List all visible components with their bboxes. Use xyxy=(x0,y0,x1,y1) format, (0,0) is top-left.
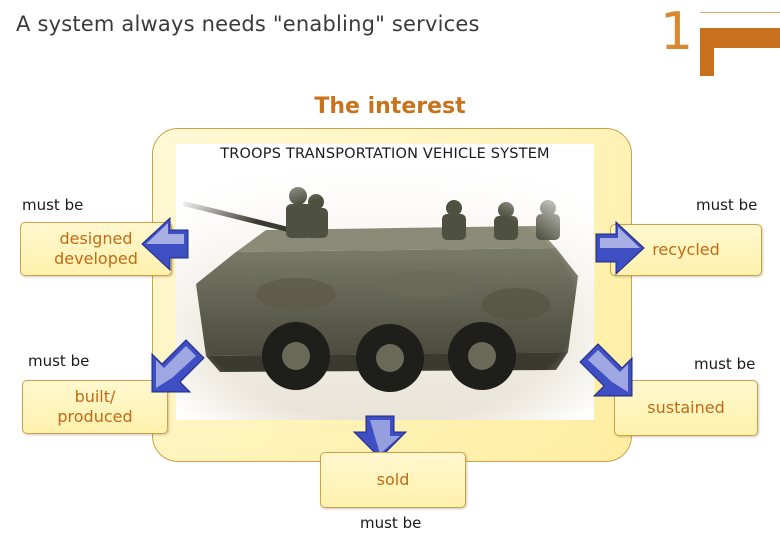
arrow-right-icon xyxy=(594,220,646,276)
sustained-label: sustained xyxy=(647,398,724,418)
sold-label: sold xyxy=(377,470,410,490)
slide-number: 1 xyxy=(660,6,693,58)
corner-decoration-stem xyxy=(700,28,714,76)
sold-must-be-label: must be xyxy=(360,514,421,532)
recycled-must-be-label: must be xyxy=(696,196,757,214)
built-must-be-label: must be xyxy=(28,352,89,370)
vehicle-photo-panel: TROOPS TRANSPORTATION VEHICLE SYSTEM xyxy=(176,144,594,420)
sold-box: sold xyxy=(320,452,466,508)
arrow-down-right-icon xyxy=(578,342,638,402)
designed-label-line2: developed xyxy=(54,249,138,269)
sustained-must-be-label: must be xyxy=(694,355,755,373)
armored-vehicle-image xyxy=(176,144,594,420)
slide-title: A system always needs "enabling" service… xyxy=(16,12,480,36)
arrow-left-icon xyxy=(140,216,190,272)
built-label-line2: produced xyxy=(57,407,132,427)
subtitle: The interest xyxy=(0,94,780,119)
corner-decoration-line xyxy=(700,12,780,13)
arrow-down-left-icon xyxy=(146,338,206,398)
built-label-line1: built/ xyxy=(75,387,116,407)
designed-label-line1: designed xyxy=(59,229,132,249)
recycled-label: recycled xyxy=(652,240,720,260)
designed-must-be-label: must be xyxy=(22,196,83,214)
